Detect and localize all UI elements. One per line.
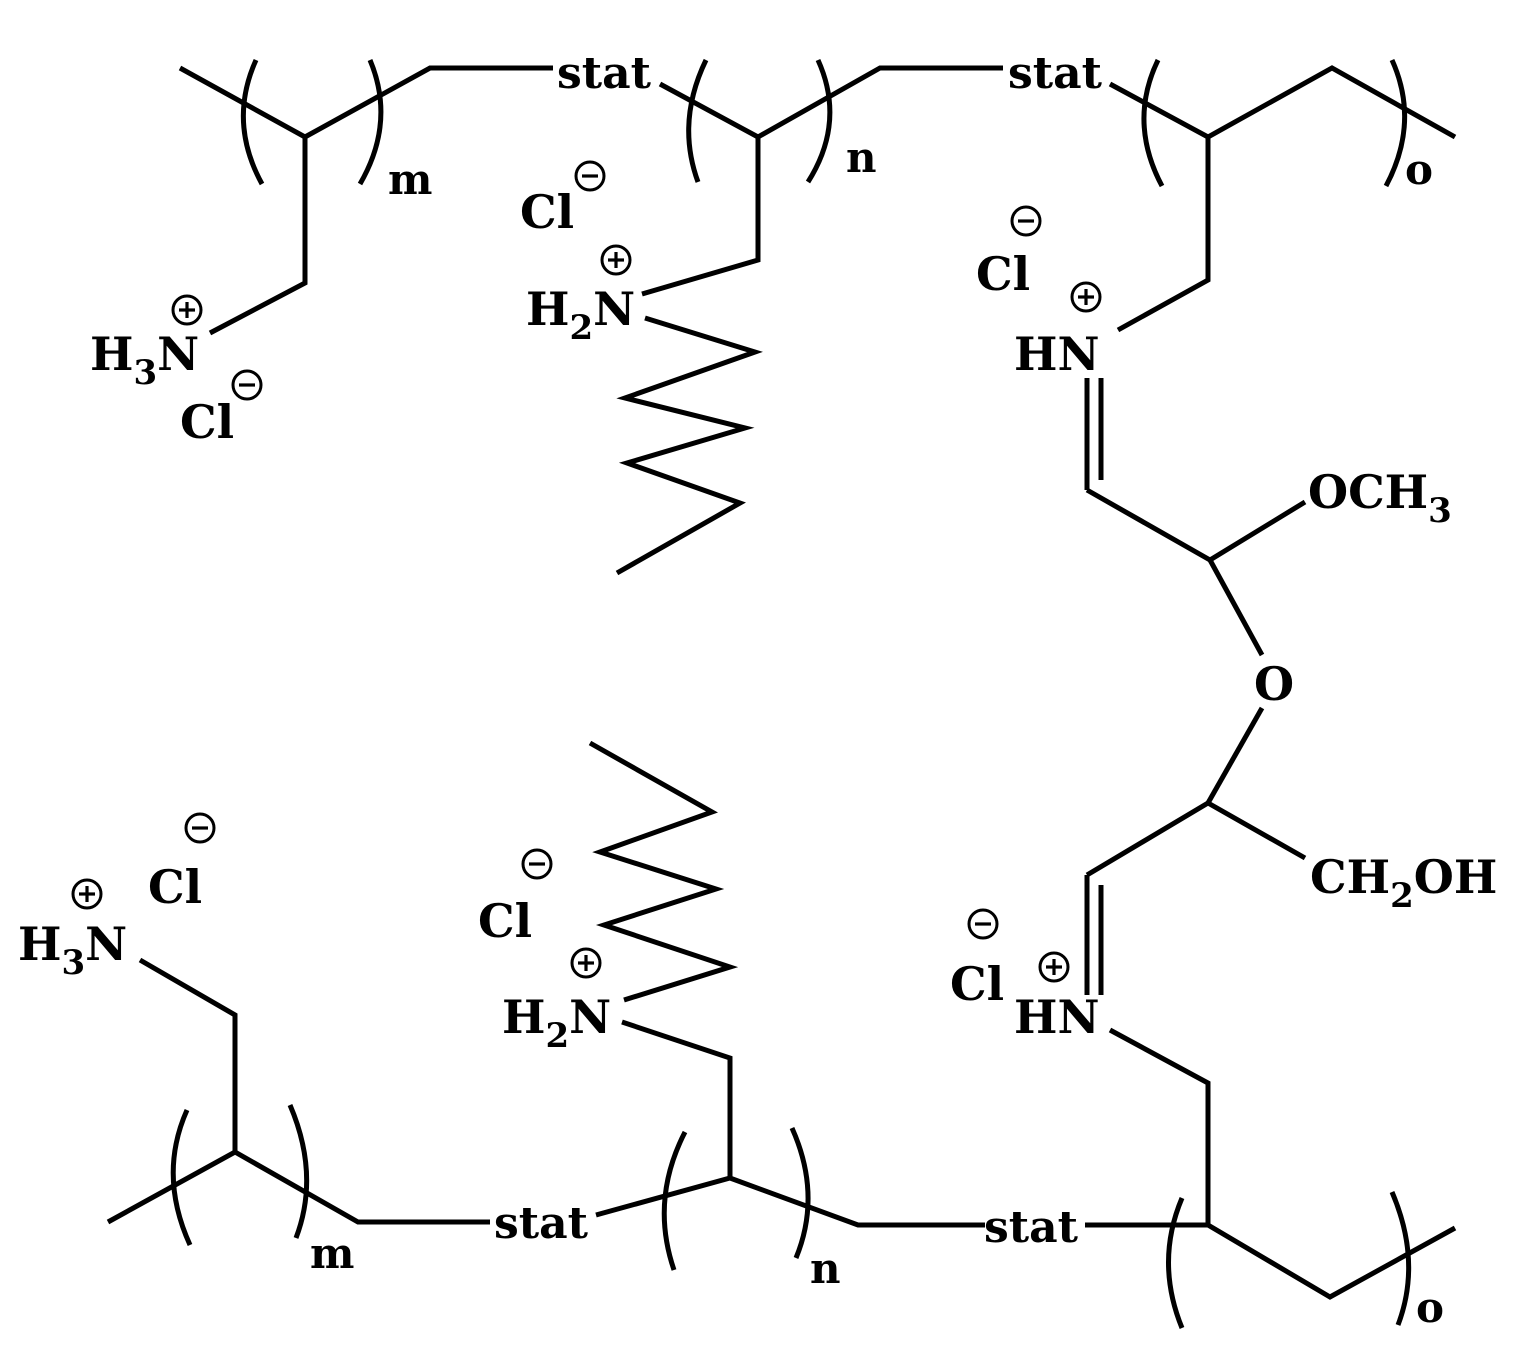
top-paren-o-open: [1141, 58, 1165, 188]
top-acetal-bonds: [1085, 487, 1307, 563]
top-chloride-3: Cl: [976, 247, 1030, 301]
top-paren-n-open: [686, 58, 709, 183]
top-paren-n-close: [805, 58, 833, 184]
bottom-sugar-bonds: [1085, 800, 1307, 878]
top-h2n-group: H2N: [526, 282, 635, 348]
top-alkyl-zigzag: [615, 315, 763, 576]
bottom-hn-plus-charge: [1038, 951, 1070, 983]
top-hn-group: HN: [1014, 327, 1100, 381]
top-stat-label-1: stat: [557, 48, 652, 99]
top-chloride-1: Cl: [180, 395, 234, 449]
bridge-oxygen: O: [1254, 657, 1294, 711]
top-backbone-m: [178, 65, 553, 140]
top-chloride-3-minus-charge: [1010, 205, 1042, 237]
top-index-m: m: [388, 155, 432, 204]
bottom-chloride-3: Cl: [950, 957, 1004, 1011]
bottom-h3n-group: H3N: [18, 917, 127, 983]
bottom-paren-m-open: [170, 1108, 193, 1247]
top-chloride-2: Cl: [520, 185, 574, 239]
bridge-bond-lower: [1205, 706, 1265, 805]
top-sidechain-1-bond: [208, 137, 308, 336]
top-h3n-group: H3N: [90, 327, 199, 393]
bottom-paren-m-close: [287, 1104, 310, 1239]
bottom-chloride-2-minus-charge: [521, 848, 553, 880]
bottom-chloride-1-minus-charge: [184, 812, 216, 844]
top-chloride-2-minus-charge: [574, 160, 606, 192]
top-paren-m-open: [240, 58, 265, 186]
top-backbone-o: [1108, 65, 1457, 140]
bottom-index-m: m: [310, 1229, 354, 1278]
top-stat-label-2: stat: [1008, 48, 1103, 99]
top-paren-m-close: [357, 59, 384, 186]
top-ether-bond: [1207, 558, 1265, 657]
ether-bridge: O: [1205, 657, 1294, 805]
bottom-stat-label-1: stat: [494, 1198, 589, 1249]
top-hn-plus-charge: [1070, 281, 1102, 313]
top-index-n: n: [846, 133, 877, 182]
bottom-paren-n-open: [661, 1130, 688, 1271]
top-paren-o-close: [1383, 58, 1408, 188]
top-polymer-chain: stat stat m n o H3N Cl H2N Cl HN Cl: [90, 48, 1457, 657]
bottom-polymer-chain: CH2OH HN Cl H2N Cl H3N Cl: [18, 740, 1497, 1332]
top-index-o: o: [1405, 145, 1433, 194]
bottom-paren-o-open: [1166, 1197, 1185, 1329]
bottom-sidechain-2-bond: [621, 1019, 733, 1178]
top-och3-group: OCH3: [1308, 465, 1452, 531]
bottom-index-o: o: [1416, 1283, 1444, 1332]
bottom-chloride-2: Cl: [478, 894, 532, 948]
bottom-sidechain-3-bond: [1108, 1027, 1211, 1225]
top-sidechain-3-bond: [1116, 137, 1211, 333]
top-sidechain-2-bond: [641, 137, 761, 297]
bottom-paren-n-close: [789, 1126, 811, 1259]
bottom-nh2-plus-charge: [570, 947, 602, 979]
top-nh3-plus-charge: [171, 294, 203, 326]
bottom-backbone-n: [595, 1175, 985, 1228]
bottom-backbone-m: [106, 1149, 490, 1225]
bottom-paren-o-close: [1389, 1191, 1412, 1326]
bottom-hn-group: HN: [1014, 990, 1100, 1044]
bottom-sidechain-1-bond: [138, 957, 238, 1152]
bottom-backbone-o: [1085, 1222, 1457, 1300]
bottom-chloride-3-minus-charge: [967, 908, 999, 940]
bottom-index-n: n: [810, 1244, 841, 1293]
bottom-nh3-plus-charge: [71, 878, 103, 910]
bottom-stat-label-2: stat: [984, 1202, 1079, 1253]
bottom-ch2oh-group: CH2OH: [1310, 850, 1497, 916]
bottom-alkyl-zigzag: [588, 740, 739, 1003]
bottom-h2n-group: H2N: [502, 990, 611, 1056]
bottom-chloride-1: Cl: [148, 860, 202, 914]
top-chloride-1-minus-charge: [231, 369, 263, 401]
top-backbone-n: [658, 65, 1003, 140]
top-nh2-plus-charge: [600, 244, 632, 276]
